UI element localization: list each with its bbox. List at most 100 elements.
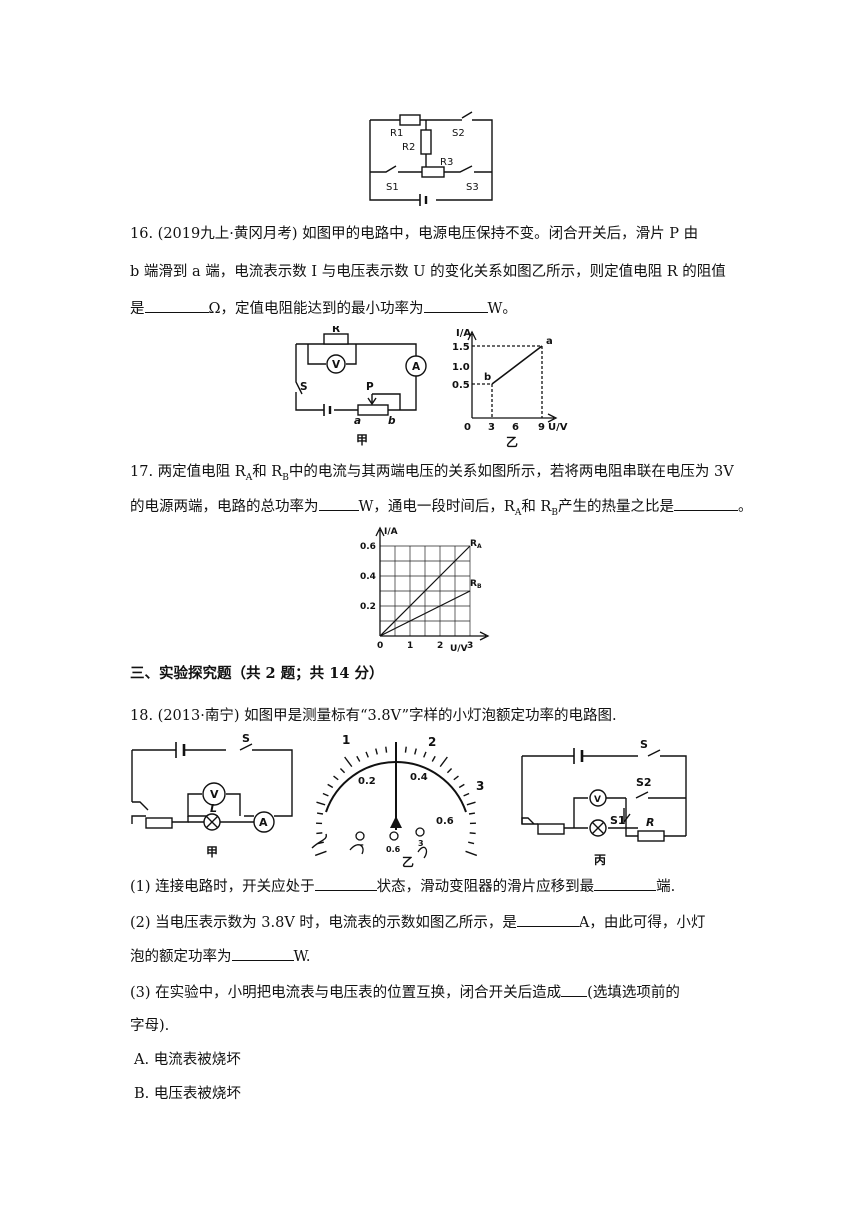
q16-yi-caption: 乙 xyxy=(506,435,518,449)
q18-jia-ammeter-label: A xyxy=(259,816,268,829)
q15-label-r2: R2 xyxy=(402,142,415,153)
section-3-heading: 三、实验探究题（共 2 题；共 14 分） xyxy=(130,665,384,682)
q18-dial-tick xyxy=(466,801,476,806)
q17-series-ra-line xyxy=(379,545,471,637)
q18-meter-yi: 1 2 3 0.2 0.4 0.6 − 0.6 3 乙 xyxy=(306,730,486,870)
q16-yi-xlabel: U/V xyxy=(548,422,568,433)
q17-ytick-label: 0.6 xyxy=(360,542,376,552)
q17-ylabel: I/A xyxy=(384,527,398,537)
q18-part1: (1) 连接电路时，开关应处于状态，滑动变阻器的滑片应移到最端. xyxy=(130,876,675,897)
q16-answer-blank-power[interactable] xyxy=(423,298,488,313)
q18-yi-caption: 乙 xyxy=(402,855,414,869)
q16-yi-xtick-6: 6 xyxy=(512,422,519,433)
q18-dial-tick xyxy=(333,775,339,781)
q16-line-2: b 端滑到 a 端，电流表示数 I 与电压表示数 U 的变化关系如图乙所示，则定… xyxy=(130,264,726,280)
q18-bing-label-s2: S2 xyxy=(636,776,652,789)
q16-jia-label-p: P xyxy=(366,381,374,393)
q18-meter-dial: 1 2 3 0.2 0.4 0.6 − 0.6 3 乙 xyxy=(311,733,484,869)
q16-line-1: 16. (2019九上·黄冈月考) 如图甲的电路中，电源电压保持不变。闭合开关后… xyxy=(130,226,699,242)
q18-yi-tick-3: 3 xyxy=(476,779,484,793)
q18-part3-line1: (3) 在实验中，小明把电流表与电压表的位置互换，闭合开关后造成(选填选项前的 xyxy=(130,982,680,1003)
q18-dial-tick xyxy=(316,801,326,806)
q18-answer-blank-option[interactable] xyxy=(561,982,588,997)
q18-dial-tick xyxy=(316,832,323,835)
q18-dial-tick xyxy=(439,756,448,768)
q17-xlabel: U/V xyxy=(450,644,468,654)
q17-answer-blank-power[interactable] xyxy=(318,496,359,511)
q17-label-rb: RB xyxy=(470,579,482,590)
q17-xtick-label: 1 xyxy=(407,641,413,651)
q18-dial-tick xyxy=(404,746,407,753)
q18-answer-blank-current[interactable] xyxy=(516,912,579,927)
q18-bing-label-s1: S1 xyxy=(610,814,626,827)
q15-circuit-figure: R1 S2 R2 R3 S1 S3 xyxy=(360,108,500,208)
q15-label-s3: S3 xyxy=(466,182,479,193)
q18-dial-tick xyxy=(322,792,329,797)
q15-label-s2: S2 xyxy=(452,128,465,139)
q17-xtick-label: 3 xyxy=(467,641,473,651)
q18-jia-voltmeter-label: V xyxy=(210,788,219,801)
q16-jia-label-a: a xyxy=(354,415,361,427)
q18-jia-caption: 甲 xyxy=(206,845,218,859)
q18-option-b: B. 电压表被烧坏 xyxy=(134,1086,241,1102)
q16-jia-label-b: b xyxy=(388,415,396,427)
q16-yi-xtick-0: 0 xyxy=(464,422,471,433)
q15-label-r3: R3 xyxy=(440,157,453,168)
q16-jia-ammeter-label: A xyxy=(412,361,421,373)
q15-label-s1: S1 xyxy=(386,182,399,193)
q15-label-r1: R1 xyxy=(390,128,403,139)
q18-yi-terminal-minus: − xyxy=(356,840,364,851)
q18-bing-label-r: R xyxy=(646,816,654,829)
q16-jia-caption: 甲 xyxy=(356,433,368,447)
q18-answer-blank-slider-end[interactable] xyxy=(594,876,657,891)
q16-yi-ytick-1-0: 1.0 xyxy=(452,362,470,373)
q16-circuit-jia: R V A S P a b 甲 xyxy=(288,326,438,448)
q17-answer-blank-heat-ratio[interactable] xyxy=(673,496,738,511)
q18-dial-tick xyxy=(316,812,324,815)
q18-dial-tick xyxy=(431,755,436,762)
q18-dial-tick xyxy=(414,748,417,755)
q16-yi-point-b: b xyxy=(484,372,491,383)
q18-dial-tick xyxy=(446,767,453,774)
q18-yi-terminal-3: 3 xyxy=(418,839,424,848)
q16-yi-ylabel: I/A xyxy=(456,328,471,339)
q18-dial-tick xyxy=(453,775,459,781)
q18-yi-tick-1: 1 xyxy=(342,733,350,747)
q17-line-1: 17. 两定值电阻 RA和 RB中的电流与其两端电压的关系如图所示，若将两电阻串… xyxy=(130,464,734,483)
q18-dial-tick xyxy=(458,783,465,789)
q18-yi-terminal-0-6: 0.6 xyxy=(386,845,401,854)
q16-yi-xtick-9: 9 xyxy=(538,422,545,433)
q18-yi-tick-0-4: 0.4 xyxy=(410,772,428,783)
q18-dial-tick xyxy=(465,850,478,857)
q18-yi-tick-2: 2 xyxy=(428,735,436,749)
q18-dial-tick xyxy=(385,746,388,753)
q18-answer-blank-switch-state[interactable] xyxy=(314,876,377,891)
q16-yi-ytick-1-5: 1.5 xyxy=(452,342,470,353)
q17-ytick-label: 0.4 xyxy=(360,572,376,582)
q16-yi-ytick-0-5: 0.5 xyxy=(452,380,470,391)
q17-ytick-label: 0.2 xyxy=(360,602,376,612)
q18-dial-tick xyxy=(468,841,475,845)
q16-answer-blank-resistance[interactable] xyxy=(144,298,209,313)
q18-dial-tick xyxy=(468,812,476,815)
q18-jia-label-s: S xyxy=(242,734,250,745)
q18-bing-label-s: S xyxy=(640,740,648,751)
q16-graph-yi: I/A 1.5 1.0 0.5 0 3 6 9 U/V a b 乙 xyxy=(450,326,580,450)
q18-bing-caption: 丙 xyxy=(594,853,606,867)
q18-dial-tick xyxy=(356,755,361,762)
q18-yi-tick-0-6: 0.6 xyxy=(436,816,454,827)
q18-jia-label-l: L xyxy=(210,802,217,815)
q18-bing-voltmeter-label: V xyxy=(594,795,601,805)
q17-xtick-label: 0 xyxy=(377,641,383,651)
q18-dial-tick xyxy=(365,751,369,758)
q18-dial-tick xyxy=(339,767,346,774)
q18-dial-tick xyxy=(375,748,378,755)
q18-answer-blank-rated-power[interactable] xyxy=(231,946,294,961)
